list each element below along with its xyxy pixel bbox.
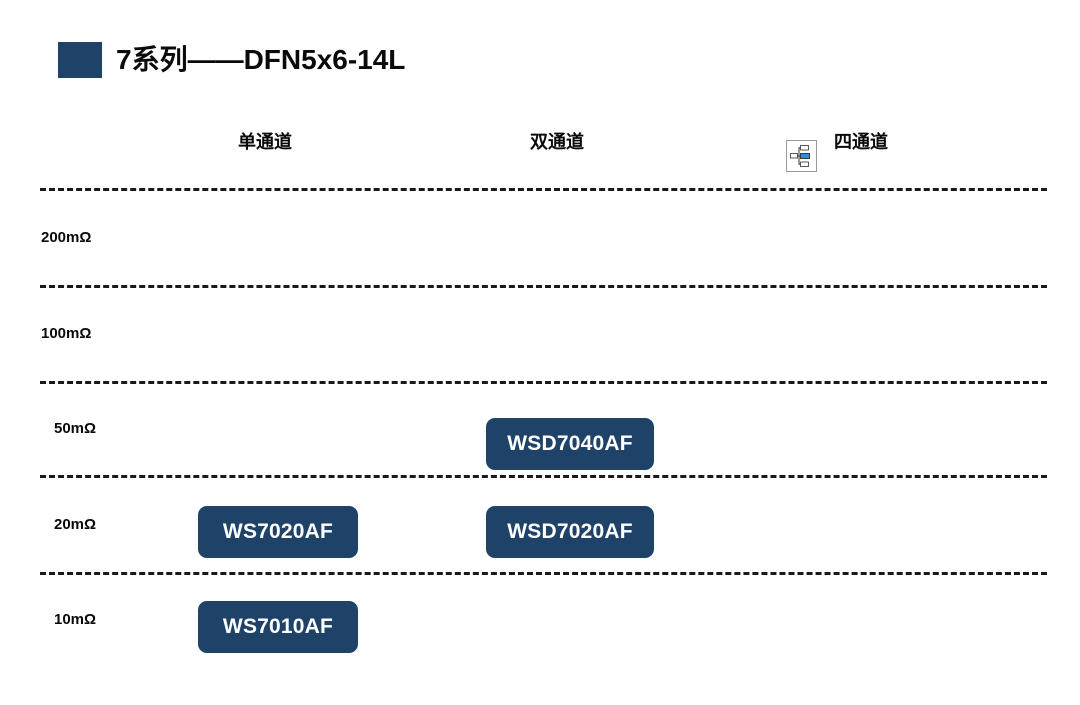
row-label-20: 20mΩ bbox=[54, 516, 97, 533]
title-accent-swatch bbox=[58, 42, 102, 78]
column-header-single-channel: 单通道 bbox=[238, 132, 292, 152]
product-chip-wsd7020af[interactable]: WSD7020AF bbox=[486, 506, 654, 558]
page-title: 7系列——DFN5x6-14L bbox=[58, 42, 405, 78]
row-separator-50-20 bbox=[40, 475, 1047, 478]
row-label-10: 10mΩ bbox=[54, 611, 97, 628]
product-chip-wsd7040af[interactable]: WSD7040AF bbox=[486, 418, 654, 470]
row-separator-top bbox=[40, 188, 1047, 191]
row-label-50: 50mΩ bbox=[54, 420, 97, 437]
row-separator-100-50 bbox=[40, 381, 1047, 384]
row-separator-200-100 bbox=[40, 285, 1047, 288]
hierarchy-chart-icon bbox=[786, 140, 817, 172]
product-chip-ws7010af[interactable]: WS7010AF bbox=[198, 601, 358, 653]
row-label-100: 100mΩ bbox=[41, 325, 92, 342]
column-header-dual-channel: 双通道 bbox=[530, 132, 584, 152]
column-header-quad-channel: 四通道 bbox=[834, 132, 888, 152]
product-chip-ws7020af[interactable]: WS7020AF bbox=[198, 506, 358, 558]
row-label-200: 200mΩ bbox=[41, 229, 92, 246]
title-text: 7系列——DFN5x6-14L bbox=[116, 44, 406, 75]
row-separator-20-10 bbox=[40, 572, 1047, 575]
